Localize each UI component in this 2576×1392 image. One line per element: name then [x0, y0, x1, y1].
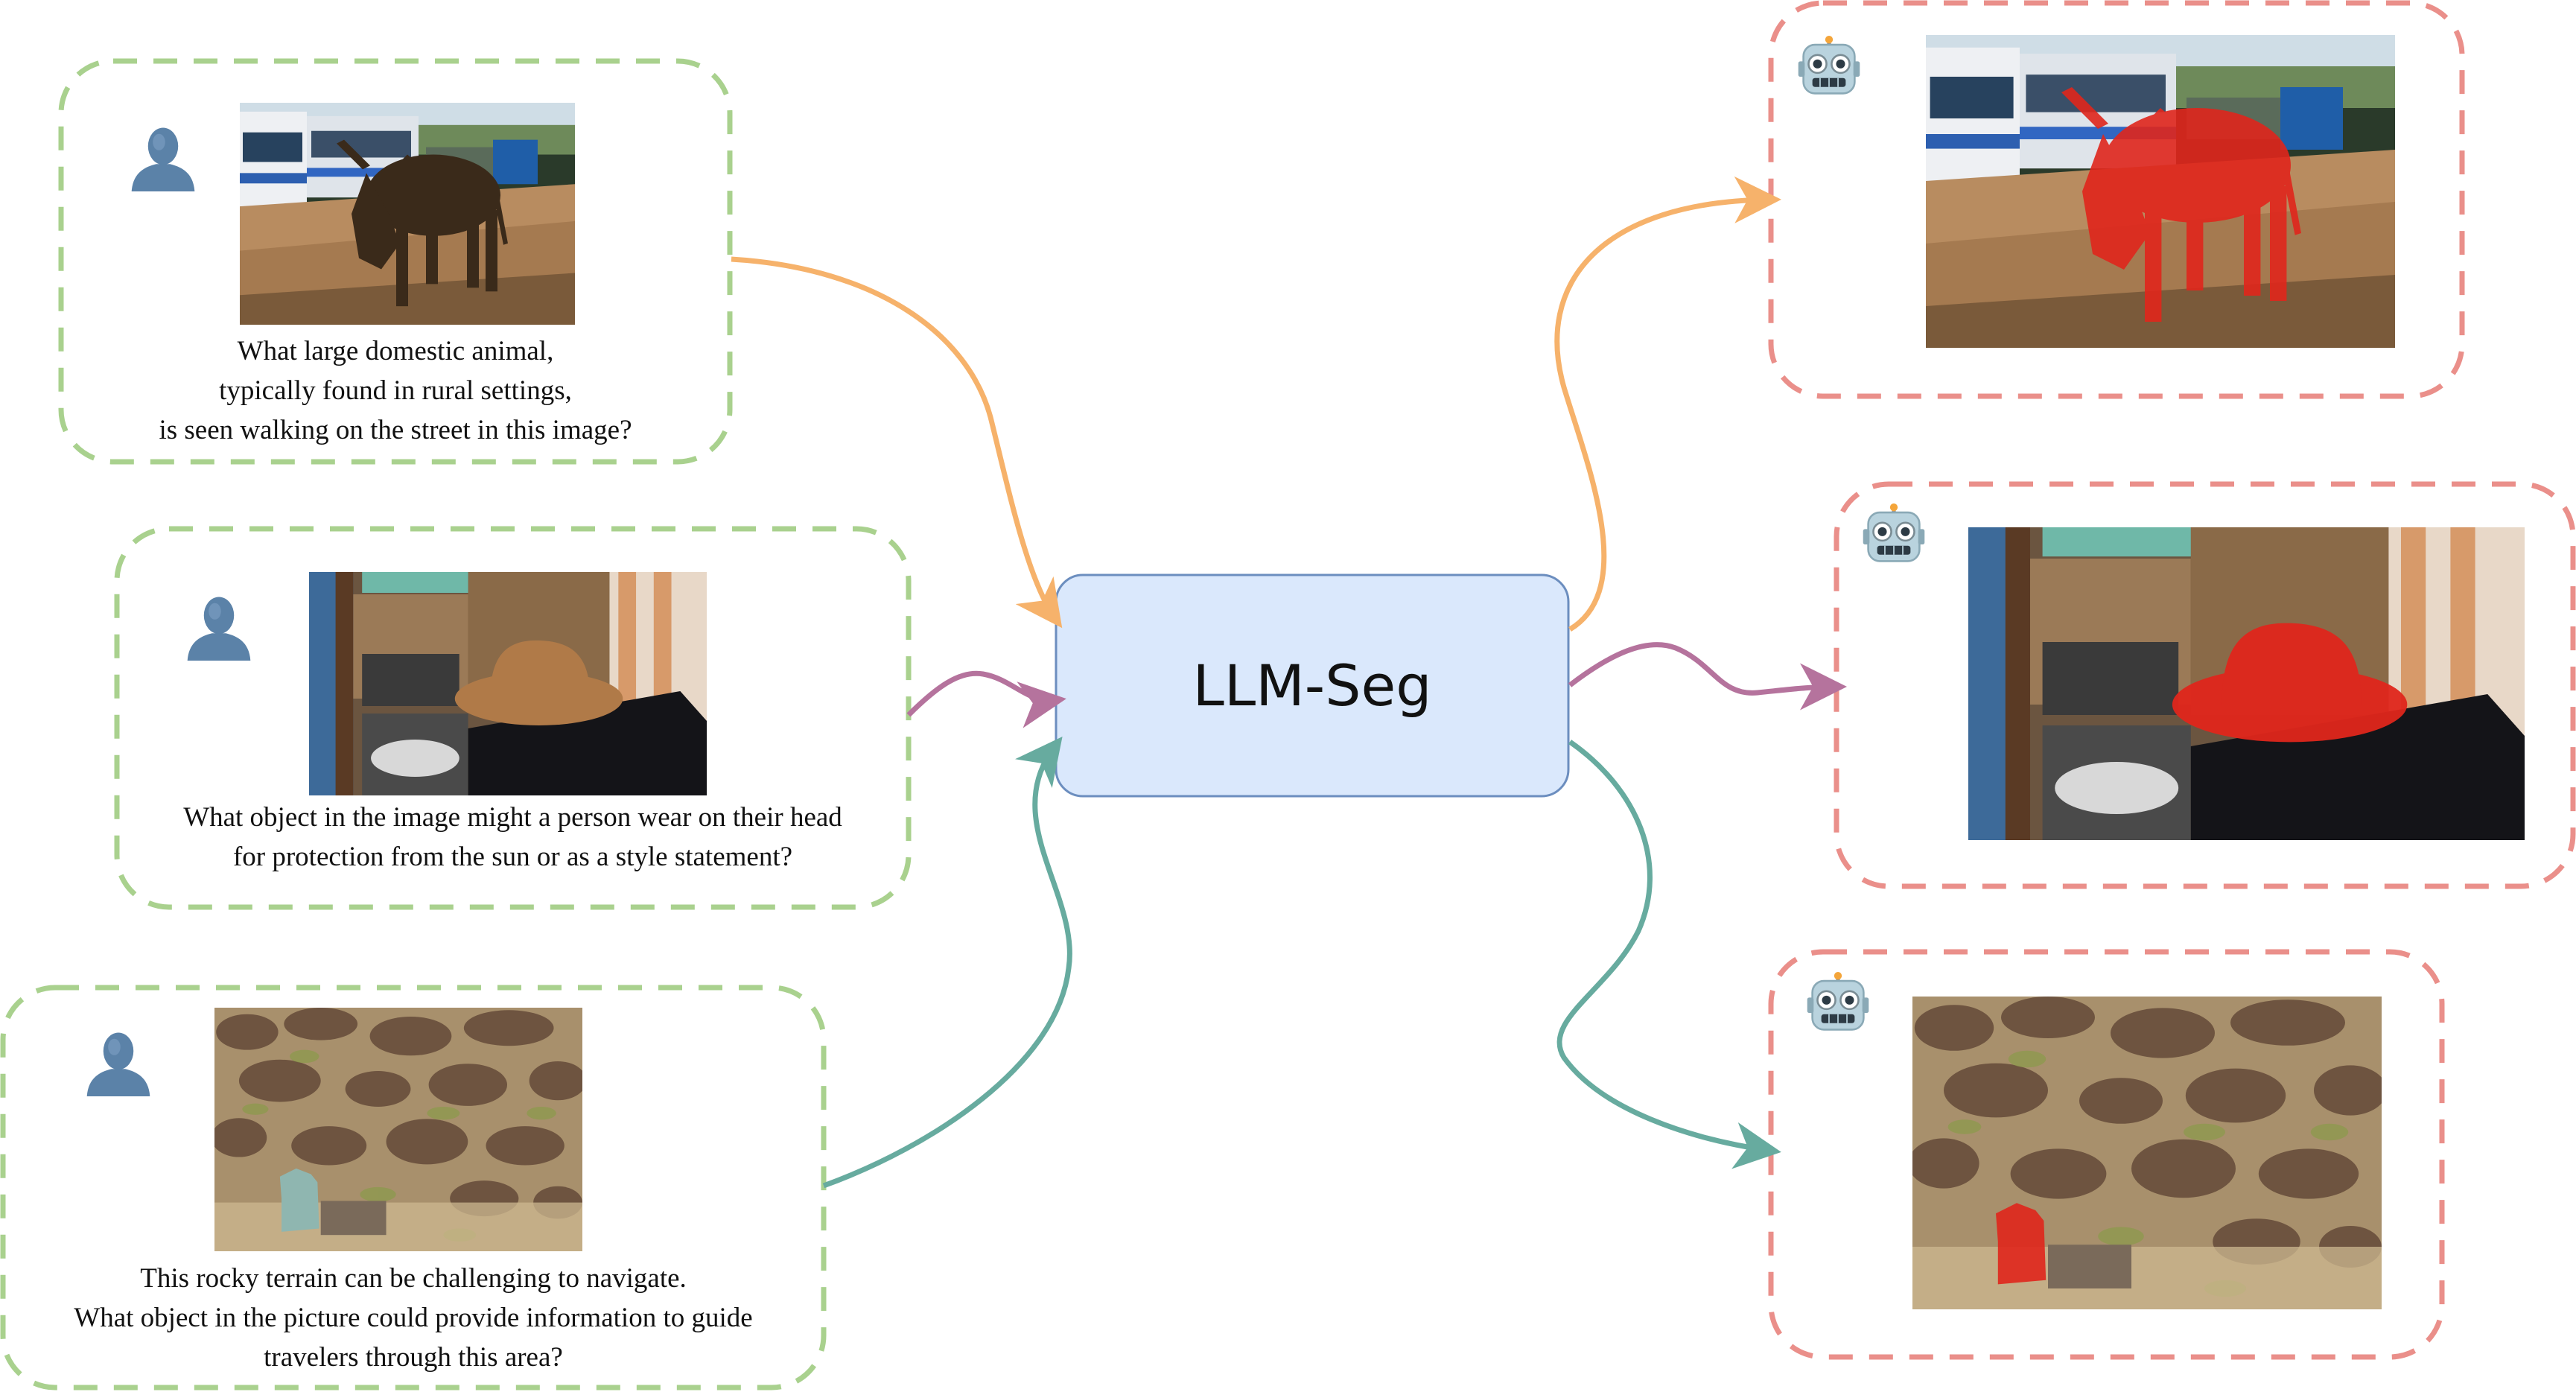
query-box-1: [58, 58, 733, 465]
segmentation-mask: [1996, 1203, 2047, 1285]
query-text-2: What object in the image might a person …: [117, 798, 909, 877]
output-image-rocks: [1912, 997, 2382, 1309]
arrow-query-1: [731, 256, 1063, 629]
query-line: travelers through this area?: [264, 1342, 563, 1373]
arrow-query-2: [906, 670, 1066, 728]
query-text-3: This rocky terrain can be challenging to…: [3, 1259, 824, 1377]
query-box-2: [114, 526, 912, 910]
output-image-hat: [1968, 527, 2525, 840]
query-line: is seen walking on the street in this im…: [159, 415, 632, 445]
input-image-cow: [240, 103, 575, 325]
input-image-rocks: [214, 1008, 582, 1251]
query-line: typically found in rural settings,: [219, 375, 572, 406]
llm-seg-label: LLM-Seg: [1192, 652, 1432, 719]
user-icon: [86, 1032, 150, 1096]
robot-icon: [1806, 972, 1870, 1031]
input-image-hat: [309, 572, 707, 795]
user-icon: [131, 127, 195, 191]
query-line: What object in the image might a person …: [183, 802, 842, 833]
arrow-output-2: [1568, 642, 1847, 711]
query-text-1: What large domestic animal, typically fo…: [61, 331, 730, 450]
robot-icon: [1797, 36, 1861, 95]
query-box-3: [0, 985, 827, 1391]
query-line: for protection from the sun or as a styl…: [232, 842, 793, 872]
query-line: What large domestic animal,: [237, 336, 554, 366]
output-image-cow: [1926, 35, 2395, 348]
query-line: This rocky terrain can be challenging to…: [140, 1263, 687, 1294]
arrow-query-3: [822, 736, 1072, 1189]
query-line: What object in the picture could provide…: [74, 1303, 753, 1333]
robot-icon: [1862, 503, 1926, 562]
arrow-output-1: [1554, 176, 1781, 632]
user-icon: [187, 597, 251, 661]
output-box-2: [1834, 481, 2576, 889]
arrow-output-3: [1556, 740, 1781, 1169]
